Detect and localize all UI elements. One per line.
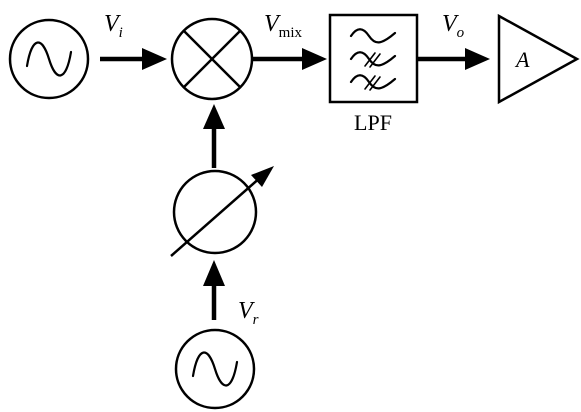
sine-wave-icon [25, 41, 73, 77]
phase-shifter-circle [172, 169, 258, 255]
low-pass-filter-block [328, 13, 419, 104]
filter-output-label: Vo [442, 11, 465, 41]
filter-wave-icon [349, 28, 397, 91]
amplifier-block: A [497, 13, 580, 105]
input-source-block [8, 18, 90, 100]
mixer-circle [170, 17, 254, 101]
filter-caption: LPF [354, 110, 392, 135]
filter-to-amplifier-arrow [417, 48, 490, 70]
phase-shifter-block [170, 166, 274, 257]
mixer-block [170, 17, 254, 101]
shifter-to-mixer-arrow [203, 104, 225, 168]
input-to-mixer-arrow [100, 48, 167, 70]
mixer-output-label: Vmix [264, 11, 303, 41]
triangle-amplifier-icon [497, 13, 580, 105]
reference-signal-label: Vr [238, 298, 259, 328]
reference-source-circle [174, 328, 256, 410]
mixer-to-filter-arrow [253, 48, 327, 70]
variable-arrow-icon [170, 166, 274, 257]
reference-source-block [174, 328, 256, 410]
input-source-circle [8, 18, 90, 100]
filter-box [328, 13, 419, 104]
input-signal-label: Vi [104, 11, 123, 41]
multiplier-cross-icon [183, 30, 241, 88]
reference-to-shifter-arrow [203, 260, 225, 320]
sine-wave-icon [191, 351, 239, 387]
amplifier-label: A [514, 47, 530, 72]
